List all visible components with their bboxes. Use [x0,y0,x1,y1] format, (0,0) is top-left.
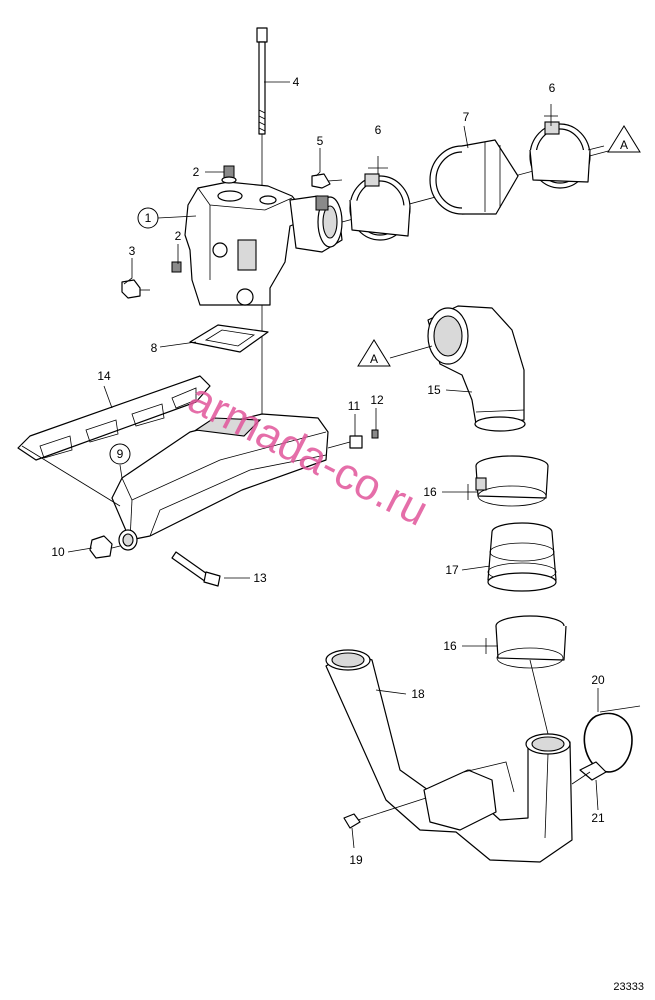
callout-label-10: 10 [51,545,65,559]
riser-elbow-part [184,181,343,306]
pipe-bolt-part [343,797,427,829]
elbow-clamp-lower-part [495,615,567,669]
exhaust-pipe-part [325,649,573,863]
callout-label-12: 12 [370,393,384,407]
callout-label-16-upper: 16 [423,485,437,499]
callout-label-17: 17 [445,563,459,577]
plug-top-part [221,165,237,184]
callout-label-2-side: 2 [175,229,182,243]
fitting-part [121,279,150,299]
callout-label-4: 4 [293,75,300,89]
upper-elbow-part [427,305,526,432]
callout-label-15: 15 [427,383,441,397]
callout-label-7: 7 [463,110,470,124]
long-bolt-part [256,27,268,135]
callout-label-20: 20 [591,673,605,687]
reference-label-a-right: A [620,138,628,152]
callout-label-1: 1 [145,211,152,225]
callout-label-14: 14 [97,369,111,383]
callout-circle-9 [109,443,131,465]
manifold-gasket-part [17,375,211,461]
callout-circle-1 [137,207,159,229]
riser-gasket-part [189,324,269,353]
figure-number: 23333 [613,981,644,993]
callout-label-16-lower: 16 [443,639,457,653]
sensor-part [311,173,343,189]
flexible-hose-part [487,522,557,592]
callout-label-3: 3 [129,244,136,258]
leader-lines [67,81,605,849]
callout-label-9: 9 [117,447,124,461]
callout-label-13: 13 [253,571,267,585]
exhaust-hose-part [429,139,519,215]
manifold-bolt-part [171,551,221,587]
callout-label-11: 11 [348,399,361,413]
manifold-fitting-part [89,535,121,559]
elbow-clamp-upper-part [475,455,549,507]
callout-label-6-left: 6 [375,123,382,137]
plug-side-part [171,261,182,273]
pipe-bracket-part [571,761,607,785]
reference-triangle-a-left [357,339,391,367]
reference-label-a-left: A [370,352,378,366]
hose-clamp-right-part [529,121,591,189]
callout-label-6-right: 6 [549,81,556,95]
manifold-plug-part [327,429,379,449]
reference-triangle-a-right [607,125,641,153]
callout-label-8: 8 [151,341,158,355]
gasket-axis-line [21,445,121,507]
callout-label-5: 5 [317,134,324,148]
callout-label-21: 21 [591,811,605,825]
callout-label-2-top: 2 [193,165,200,179]
callout-label-19: 19 [349,853,363,867]
hose-clamp-left-part [349,173,411,241]
callout-label-18: 18 [411,687,425,701]
exhaust-manifold-part [111,413,329,551]
wire-clip-part [583,705,641,773]
pipe-axis-line [529,659,549,735]
